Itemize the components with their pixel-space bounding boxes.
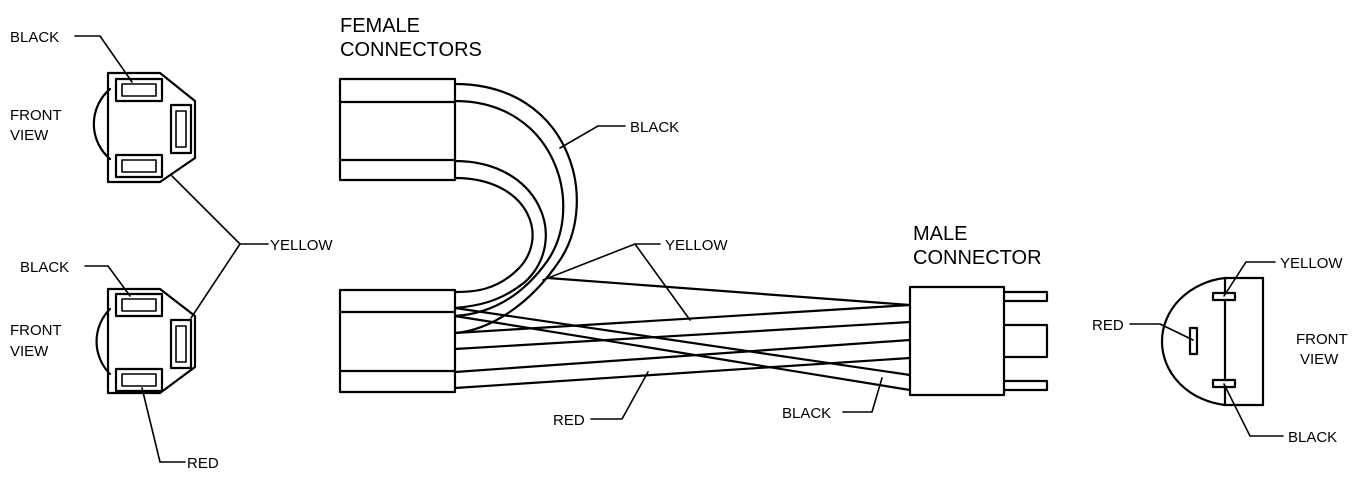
label-front-view-2b: VIEW	[10, 343, 49, 360]
label-harness-yellow: YELLOW	[665, 237, 728, 254]
label-top-black: BLACK	[10, 29, 59, 46]
label-front-view-3a: FRONT	[1296, 331, 1348, 348]
label-harness-red: RED	[553, 412, 585, 429]
female-connector-bottom	[338, 288, 457, 394]
harness-leader-lines	[542, 125, 883, 420]
left-leader-lines	[74, 35, 269, 463]
title-male-1: MALE	[913, 223, 967, 245]
label-front-view-2a: FRONT	[10, 322, 62, 339]
male-connector	[908, 285, 1049, 397]
label-right-black: BLACK	[1288, 429, 1337, 446]
female-connector-top	[338, 77, 457, 182]
front-view-male	[1129, 261, 1284, 437]
label-bottom-black: BLACK	[20, 259, 69, 276]
front-view-connector-top	[92, 71, 197, 184]
label-front-view-3b: VIEW	[1300, 351, 1339, 368]
label-front-view-1a: FRONT	[10, 107, 62, 124]
label-left-red: RED	[187, 455, 219, 472]
label-right-yellow: YELLOW	[1280, 255, 1343, 272]
label-harness-black-bottom: BLACK	[782, 405, 831, 422]
label-harness-black: BLACK	[630, 119, 679, 136]
label-left-yellow: YELLOW	[270, 237, 333, 254]
title-male-2: CONNECTOR	[913, 247, 1042, 269]
label-right-red: RED	[1092, 317, 1124, 334]
label-front-view-1b: VIEW	[10, 127, 49, 144]
front-view-connector-bottom	[95, 287, 197, 395]
title-female-1: FEMALE	[340, 15, 420, 37]
wire-harness	[453, 82, 912, 392]
title-female-2: CONNECTORS	[340, 39, 482, 61]
